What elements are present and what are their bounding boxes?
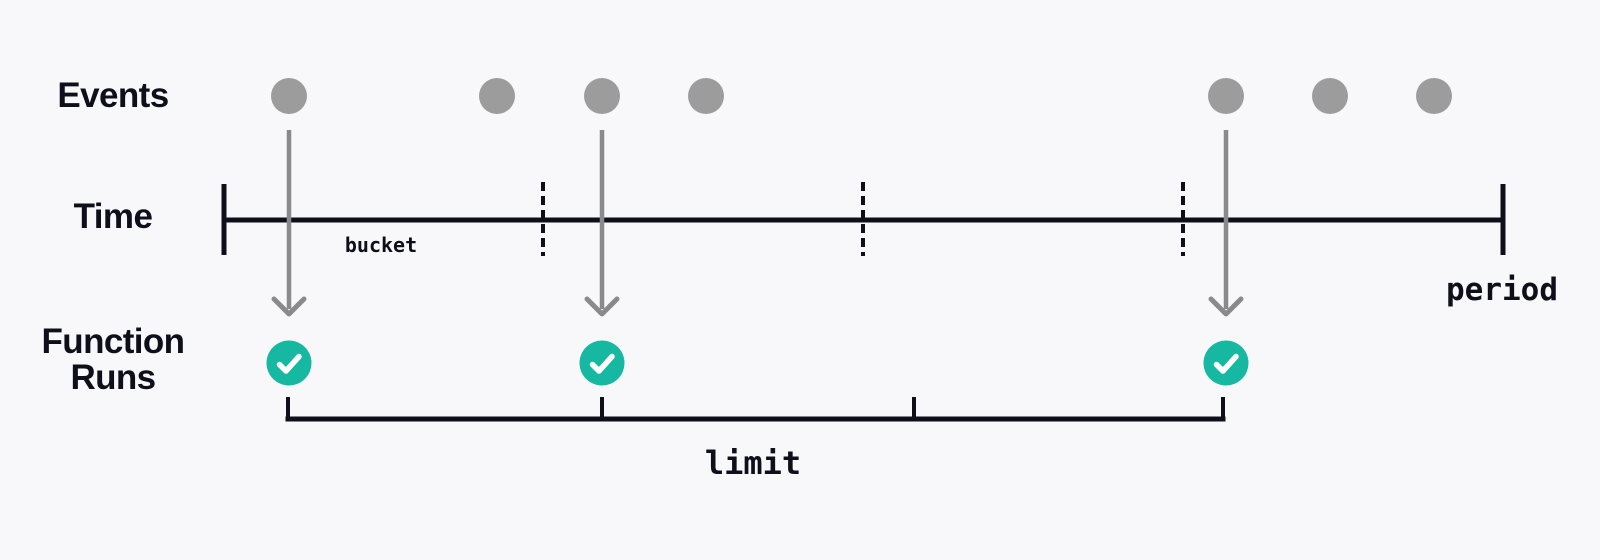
function-run-circle [1203,340,1249,386]
event-dot [1208,78,1244,114]
arrow-head-icon [584,296,620,317]
checkmark-icon [1213,353,1239,374]
bucket-label: bucket [344,233,418,257]
arrow-head-icon [271,296,307,317]
event-dot [271,78,307,114]
time-axis-label: Time [73,197,153,236]
event-dot [584,78,620,114]
checkmark-icon [276,353,302,374]
event-dot [688,78,724,114]
function-runs-label-line1: Function [41,322,186,361]
limit-label: limit [704,444,802,482]
function-run-circle [266,340,312,386]
arrow-head-icon [1208,296,1244,317]
function-run-circle [579,340,625,386]
event-dot [1312,78,1348,114]
events-row-label: Events [57,76,169,115]
event-dot [1416,78,1452,114]
checkmark-icon [589,353,615,374]
function-runs-label: Function Runs [41,322,186,397]
event-dot [479,78,515,114]
function-runs-label-line2: Runs [70,358,156,397]
period-label: period [1446,272,1558,308]
